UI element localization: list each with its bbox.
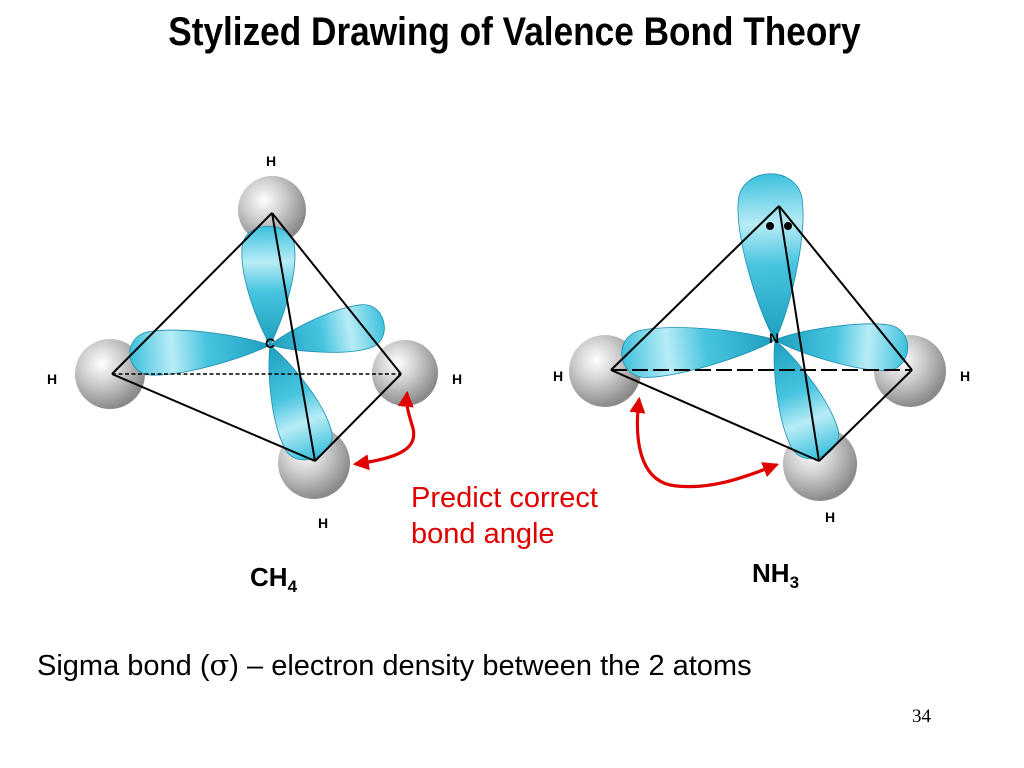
ch4-hydrogen-top: [238, 176, 306, 244]
bond-angle-annotation: Predict correct bond angle: [411, 480, 598, 552]
ch4-orbital-top: [241, 225, 296, 346]
nh3-orbital-right: [774, 323, 909, 372]
ch4-angle-arrow: [352, 390, 416, 471]
ch4-orbital-left: [129, 329, 272, 376]
nh3-angle-arrow: [629, 396, 779, 489]
ch4-center-label: C: [265, 335, 275, 351]
ch4-h-bottom-label: H: [318, 515, 328, 531]
nh3-h-right-label: H: [960, 368, 970, 384]
nh3-orbital-left: [621, 327, 776, 378]
ch4-molecule: C H H H H: [47, 153, 462, 531]
ch4-h-right-label: H: [452, 371, 462, 387]
nh3-h-bottom-label: H: [825, 509, 835, 525]
ch4-formula-main: CH: [250, 562, 288, 592]
caption-before: Sigma bond (: [37, 650, 210, 682]
ch4-h-left-label: H: [47, 371, 57, 387]
ch4-hydrogen-right: [372, 340, 438, 406]
bond-angle-arrows: [352, 390, 779, 489]
ch4-formula-subscript: 4: [287, 577, 298, 596]
ch4-orbital-bottom: [268, 344, 333, 461]
annotation-line-1: Predict correct: [411, 482, 598, 514]
sigma-symbol: σ: [209, 648, 230, 682]
nh3-lone-pair-dot-right: [784, 222, 792, 230]
caption-after: ) – electron density between the 2 atoms: [229, 650, 752, 682]
ch4-tetrahedron: [111, 212, 402, 462]
ch4-h-top-label: H: [266, 153, 276, 169]
slide-title: Stylized Drawing of Valence Bond Theory: [168, 10, 861, 54]
nh3-center-label: N: [769, 330, 779, 346]
nh3-formula-main: NH: [752, 558, 790, 588]
nh3-h-left-label: H: [553, 368, 563, 384]
nh3-lone-pair-dot-left: [766, 222, 774, 230]
nh3-formula-subscript: 3: [789, 573, 800, 592]
ch4-formula: CH4: [250, 562, 297, 597]
sigma-bond-caption: Sigma bond (σ) – electron density betwee…: [37, 648, 752, 683]
ch4-hydrogen-left: [75, 339, 145, 409]
nh3-formula: NH3: [752, 558, 799, 593]
annotation-line-2: bond angle: [411, 518, 555, 550]
nh3-molecule: N H H H: [553, 173, 970, 525]
page-number: 34: [912, 706, 931, 727]
